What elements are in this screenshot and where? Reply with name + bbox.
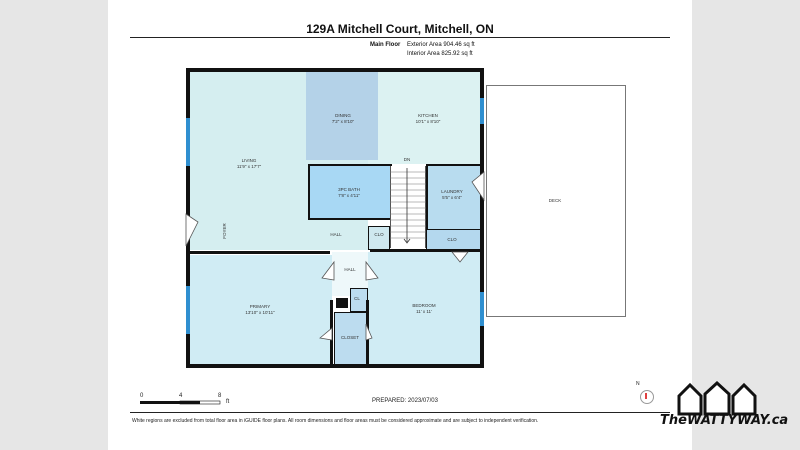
hall-label-2: HALL — [344, 267, 356, 272]
footer-divider — [130, 412, 670, 413]
window-bedroom — [480, 292, 484, 326]
compass-needle — [645, 393, 647, 399]
deck-label: DECK — [548, 198, 562, 203]
dining-dims: 7'2" x 8'10" — [331, 119, 355, 124]
bath-dims: 7'8" x 4'11" — [338, 193, 360, 198]
scale-tick-8: 8 — [218, 393, 222, 399]
scale-tick-4: 4 — [179, 393, 183, 399]
bedroom-dims: 11' x 11' — [416, 309, 432, 314]
title-divider — [130, 37, 670, 38]
bedroom-room — [368, 252, 480, 364]
exterior-area: Exterior Area 904.46 sq ft — [407, 42, 475, 48]
kitchen-label: KITCHEN 10'1" x 8'10" — [416, 113, 441, 125]
scale-unit: ft — [226, 399, 230, 405]
logo-text: TheWATTYWAY.ca — [660, 413, 789, 428]
exterior-wall-right — [480, 68, 484, 368]
scale-bar — [140, 400, 221, 405]
living-name: LIVING — [241, 158, 257, 163]
bedroom-name: BEDROOM — [412, 303, 436, 308]
window-primary — [186, 286, 190, 334]
dining-room — [306, 72, 378, 160]
bath-name: 3PC BATH — [338, 187, 360, 192]
living-dims: 11'9" x 17'7" — [236, 164, 262, 169]
page-title: 129A Mitchell Court, Mitchell, ON — [306, 22, 494, 36]
interior-wall-mid-2 — [370, 249, 482, 252]
bedroom-label: BEDROOM 11' x 11' — [412, 303, 435, 315]
closet-room — [334, 312, 368, 366]
cl-dark-block — [336, 298, 348, 308]
living-label: LIVING 11'9" x 17'7" — [237, 158, 261, 170]
interior-area: Interior Area 825.92 sq ft — [407, 51, 473, 57]
compass-icon — [640, 390, 654, 404]
scale-tick-0: 0 — [140, 393, 144, 399]
clo-label-1: CLO — [374, 232, 384, 237]
exterior-wall-top — [186, 68, 484, 72]
exterior-wall-bottom — [186, 364, 484, 368]
primary-name: PRIMARY — [249, 304, 271, 309]
hall-label-1: HALL — [330, 232, 342, 237]
primary-room — [190, 255, 332, 364]
interior-wall-mid — [190, 251, 330, 254]
kitchen-name: KITCHEN — [418, 113, 438, 118]
kitchen-room — [368, 72, 480, 164]
window-living — [186, 118, 190, 166]
closet-label: CLOSET — [340, 335, 360, 340]
stairs — [390, 166, 426, 248]
cl-label: CL — [354, 296, 360, 301]
clo-label-2: CLO — [447, 237, 457, 242]
stairs-dn-label: DN — [403, 157, 411, 162]
kitchen-dims: 10'1" x 8'10" — [415, 119, 441, 124]
laundry-room — [426, 164, 484, 230]
laundry-label: LAUNDRY 5'5" x 6'4" — [441, 189, 462, 201]
floor-label: Main Floor — [370, 42, 401, 48]
laundry-dims: 5'5" x 6'4" — [442, 195, 462, 200]
foyer-label: FOYER — [222, 223, 227, 239]
compass-label: N — [636, 381, 640, 387]
dining-label: DINING 7'2" x 8'10" — [332, 113, 354, 125]
deck-outline — [486, 85, 626, 317]
window-kitchen — [480, 98, 484, 124]
primary-label: PRIMARY 13'10" x 10'11" — [245, 304, 274, 316]
bath-label: 3PC BATH 7'8" x 4'11" — [338, 187, 360, 199]
prepared-date: PREPARED: 2023/07/03 — [372, 398, 438, 404]
dining-name: DINING — [335, 113, 351, 118]
stair-treads — [390, 168, 426, 244]
disclaimer-text: White regions are excluded from total fl… — [132, 418, 539, 424]
laundry-name: LAUNDRY — [441, 189, 463, 194]
primary-dims: 13'10" x 10'11" — [245, 310, 275, 315]
house-icon — [677, 380, 757, 416]
